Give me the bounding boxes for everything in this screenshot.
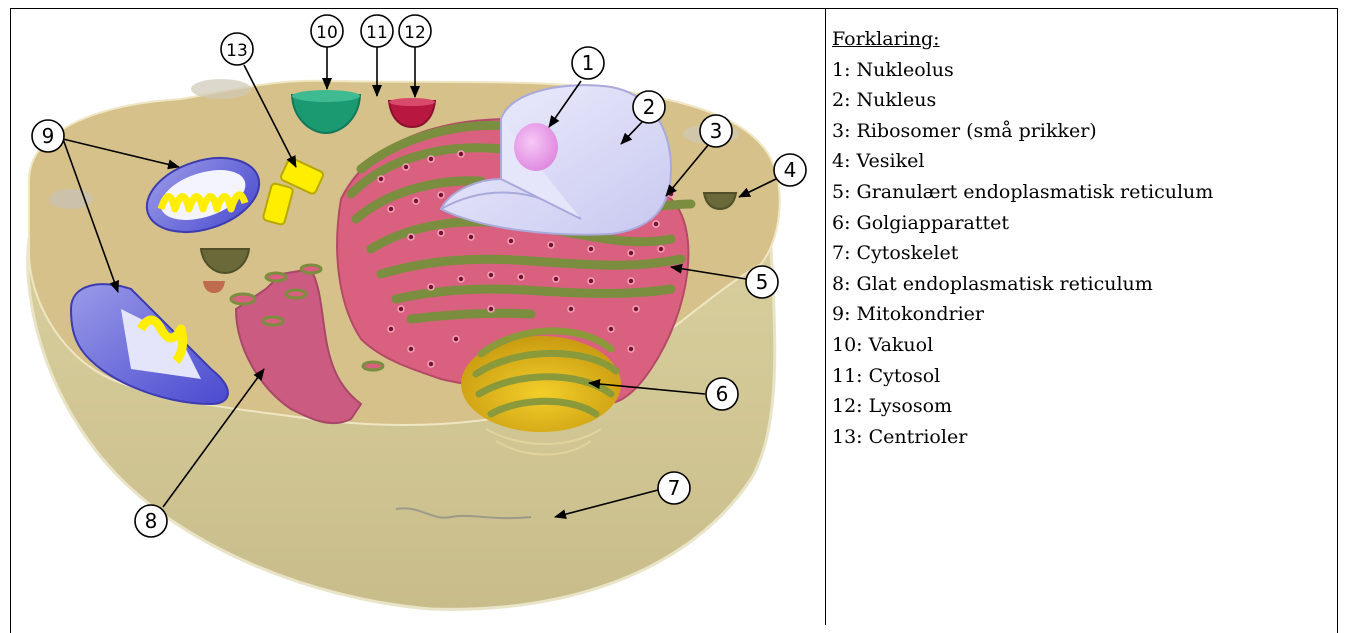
- callout-label: 5: [756, 270, 769, 294]
- callout-9: 9: [32, 120, 64, 152]
- callout-1: 1: [572, 47, 604, 79]
- legend-item: 5: Granulært endoplasmatisk reticulum: [832, 177, 1332, 208]
- legend-item: 3: Ribosomer (små prikker): [832, 116, 1332, 147]
- legend-item: 4: Vesikel: [832, 146, 1332, 177]
- surface-blob: [191, 79, 251, 99]
- callout-label: 12: [404, 23, 426, 43]
- legend-item: 1: Nukleolus: [832, 55, 1332, 86]
- legend-item: 10: Vakuol: [832, 330, 1332, 361]
- callout-label: 1: [582, 51, 595, 75]
- callout-7: 7: [658, 472, 690, 504]
- legend: Forklaring: 1: Nukleolus 2: Nukleus 3: R…: [832, 24, 1332, 452]
- column-divider: [825, 8, 826, 625]
- callout-label: 8: [145, 509, 158, 533]
- callout-13: 13: [221, 33, 253, 65]
- callout-8: 8: [135, 505, 167, 537]
- lysosome-rim: [389, 98, 435, 106]
- legend-item: 12: Lysosom: [832, 391, 1332, 422]
- legend-title: Forklaring:: [832, 24, 1332, 55]
- callout-label: 4: [784, 158, 797, 182]
- callout-6: 6: [706, 378, 738, 410]
- callout-label: 11: [366, 23, 388, 43]
- cell-diagram: 1 2 3 4 5 6 7 8 9 10 11 12 13: [11, 9, 824, 625]
- callout-3: 3: [700, 115, 732, 147]
- nucleolus: [514, 123, 558, 171]
- legend-item: 13: Centrioler: [832, 422, 1332, 453]
- callout-4: 4: [774, 154, 806, 186]
- legend-item: 7: Cytoskelet: [832, 238, 1332, 269]
- callout-label: 2: [643, 95, 656, 119]
- legend-item: 6: Golgiapparattet: [832, 208, 1332, 239]
- callout-label: 6: [716, 382, 729, 406]
- vacuole-rim: [292, 90, 360, 102]
- callout-label: 3: [710, 119, 723, 143]
- callout-label: 13: [226, 41, 248, 61]
- legend-item: 11: Cytosol: [832, 361, 1332, 392]
- legend-item: 2: Nukleus: [832, 85, 1332, 116]
- callout-2: 2: [633, 91, 665, 123]
- callout-label: 10: [316, 23, 338, 43]
- callout-label: 7: [668, 476, 681, 500]
- callout-11: 11: [361, 15, 393, 47]
- callout-5: 5: [746, 266, 778, 298]
- callout-12: 12: [399, 15, 431, 47]
- callout-10: 10: [311, 15, 343, 47]
- callout-label: 9: [42, 124, 55, 148]
- legend-item: 8: Glat endoplasmatisk reticulum: [832, 269, 1332, 300]
- legend-item: 9: Mitokondrier: [832, 299, 1332, 330]
